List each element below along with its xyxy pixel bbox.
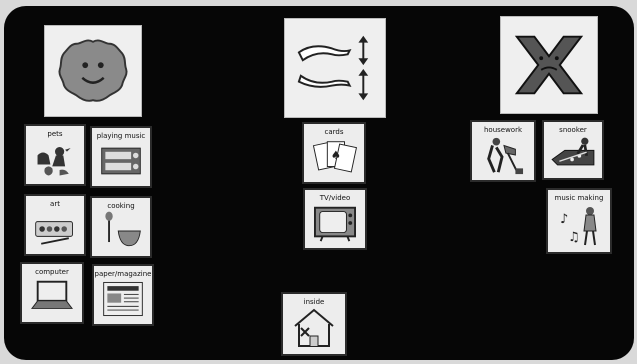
stereo-icon (98, 140, 144, 182)
snooker-icon (550, 134, 596, 174)
card-paper-magazine[interactable]: paper/magazine (92, 264, 154, 326)
laptop-icon (28, 276, 76, 318)
svg-text:♪: ♪ (560, 212, 568, 227)
card-label: inside (283, 298, 345, 306)
card-computer[interactable]: computer (20, 262, 84, 324)
card-music-making[interactable]: music making ♪ ♫ (546, 188, 612, 254)
card-label: TV/video (305, 194, 365, 202)
card-label: art (26, 200, 84, 208)
card-snooker[interactable]: snooker (542, 120, 604, 180)
x-dislike-icon (509, 25, 589, 105)
cooking-icon (98, 210, 144, 252)
so-so-hands-icon (293, 27, 377, 109)
card-playing-music[interactable]: playing music (90, 126, 152, 188)
card-cards[interactable]: cards ♠ (302, 122, 366, 184)
card-inside[interactable]: inside (281, 292, 347, 356)
card-label: pets (26, 130, 84, 138)
playing-cards-icon: ♠ (310, 136, 358, 178)
music-making-icon: ♪ ♫ (554, 202, 604, 248)
card-cooking[interactable]: cooking (90, 196, 152, 258)
svg-text:♠: ♠ (331, 148, 341, 162)
card-label: snooker (544, 126, 602, 134)
card-label: music making (548, 194, 610, 202)
card-label: computer (22, 268, 82, 276)
card-label: paper/magazine (94, 270, 152, 278)
card-art[interactable]: art (24, 194, 86, 256)
dislike-header-card[interactable] (500, 16, 598, 114)
pets-icon (32, 138, 78, 180)
card-label: housework (472, 126, 534, 134)
smiley-face-icon (53, 34, 133, 108)
newspaper-icon (100, 278, 146, 320)
housework-icon (478, 134, 528, 176)
like-header-card[interactable] (44, 25, 142, 117)
card-pets[interactable]: pets (24, 124, 86, 186)
card-label: cooking (92, 202, 150, 210)
tv-icon (311, 202, 359, 244)
card-label: playing music (92, 132, 150, 140)
house-inside-icon (289, 306, 339, 350)
card-tv-video[interactable]: TV/video (303, 188, 367, 250)
card-housework[interactable]: housework (470, 120, 536, 182)
paint-box-icon (32, 208, 78, 250)
svg-text:♫: ♫ (568, 230, 580, 245)
card-label: cards (304, 128, 364, 136)
neutral-header-card[interactable] (284, 18, 386, 118)
